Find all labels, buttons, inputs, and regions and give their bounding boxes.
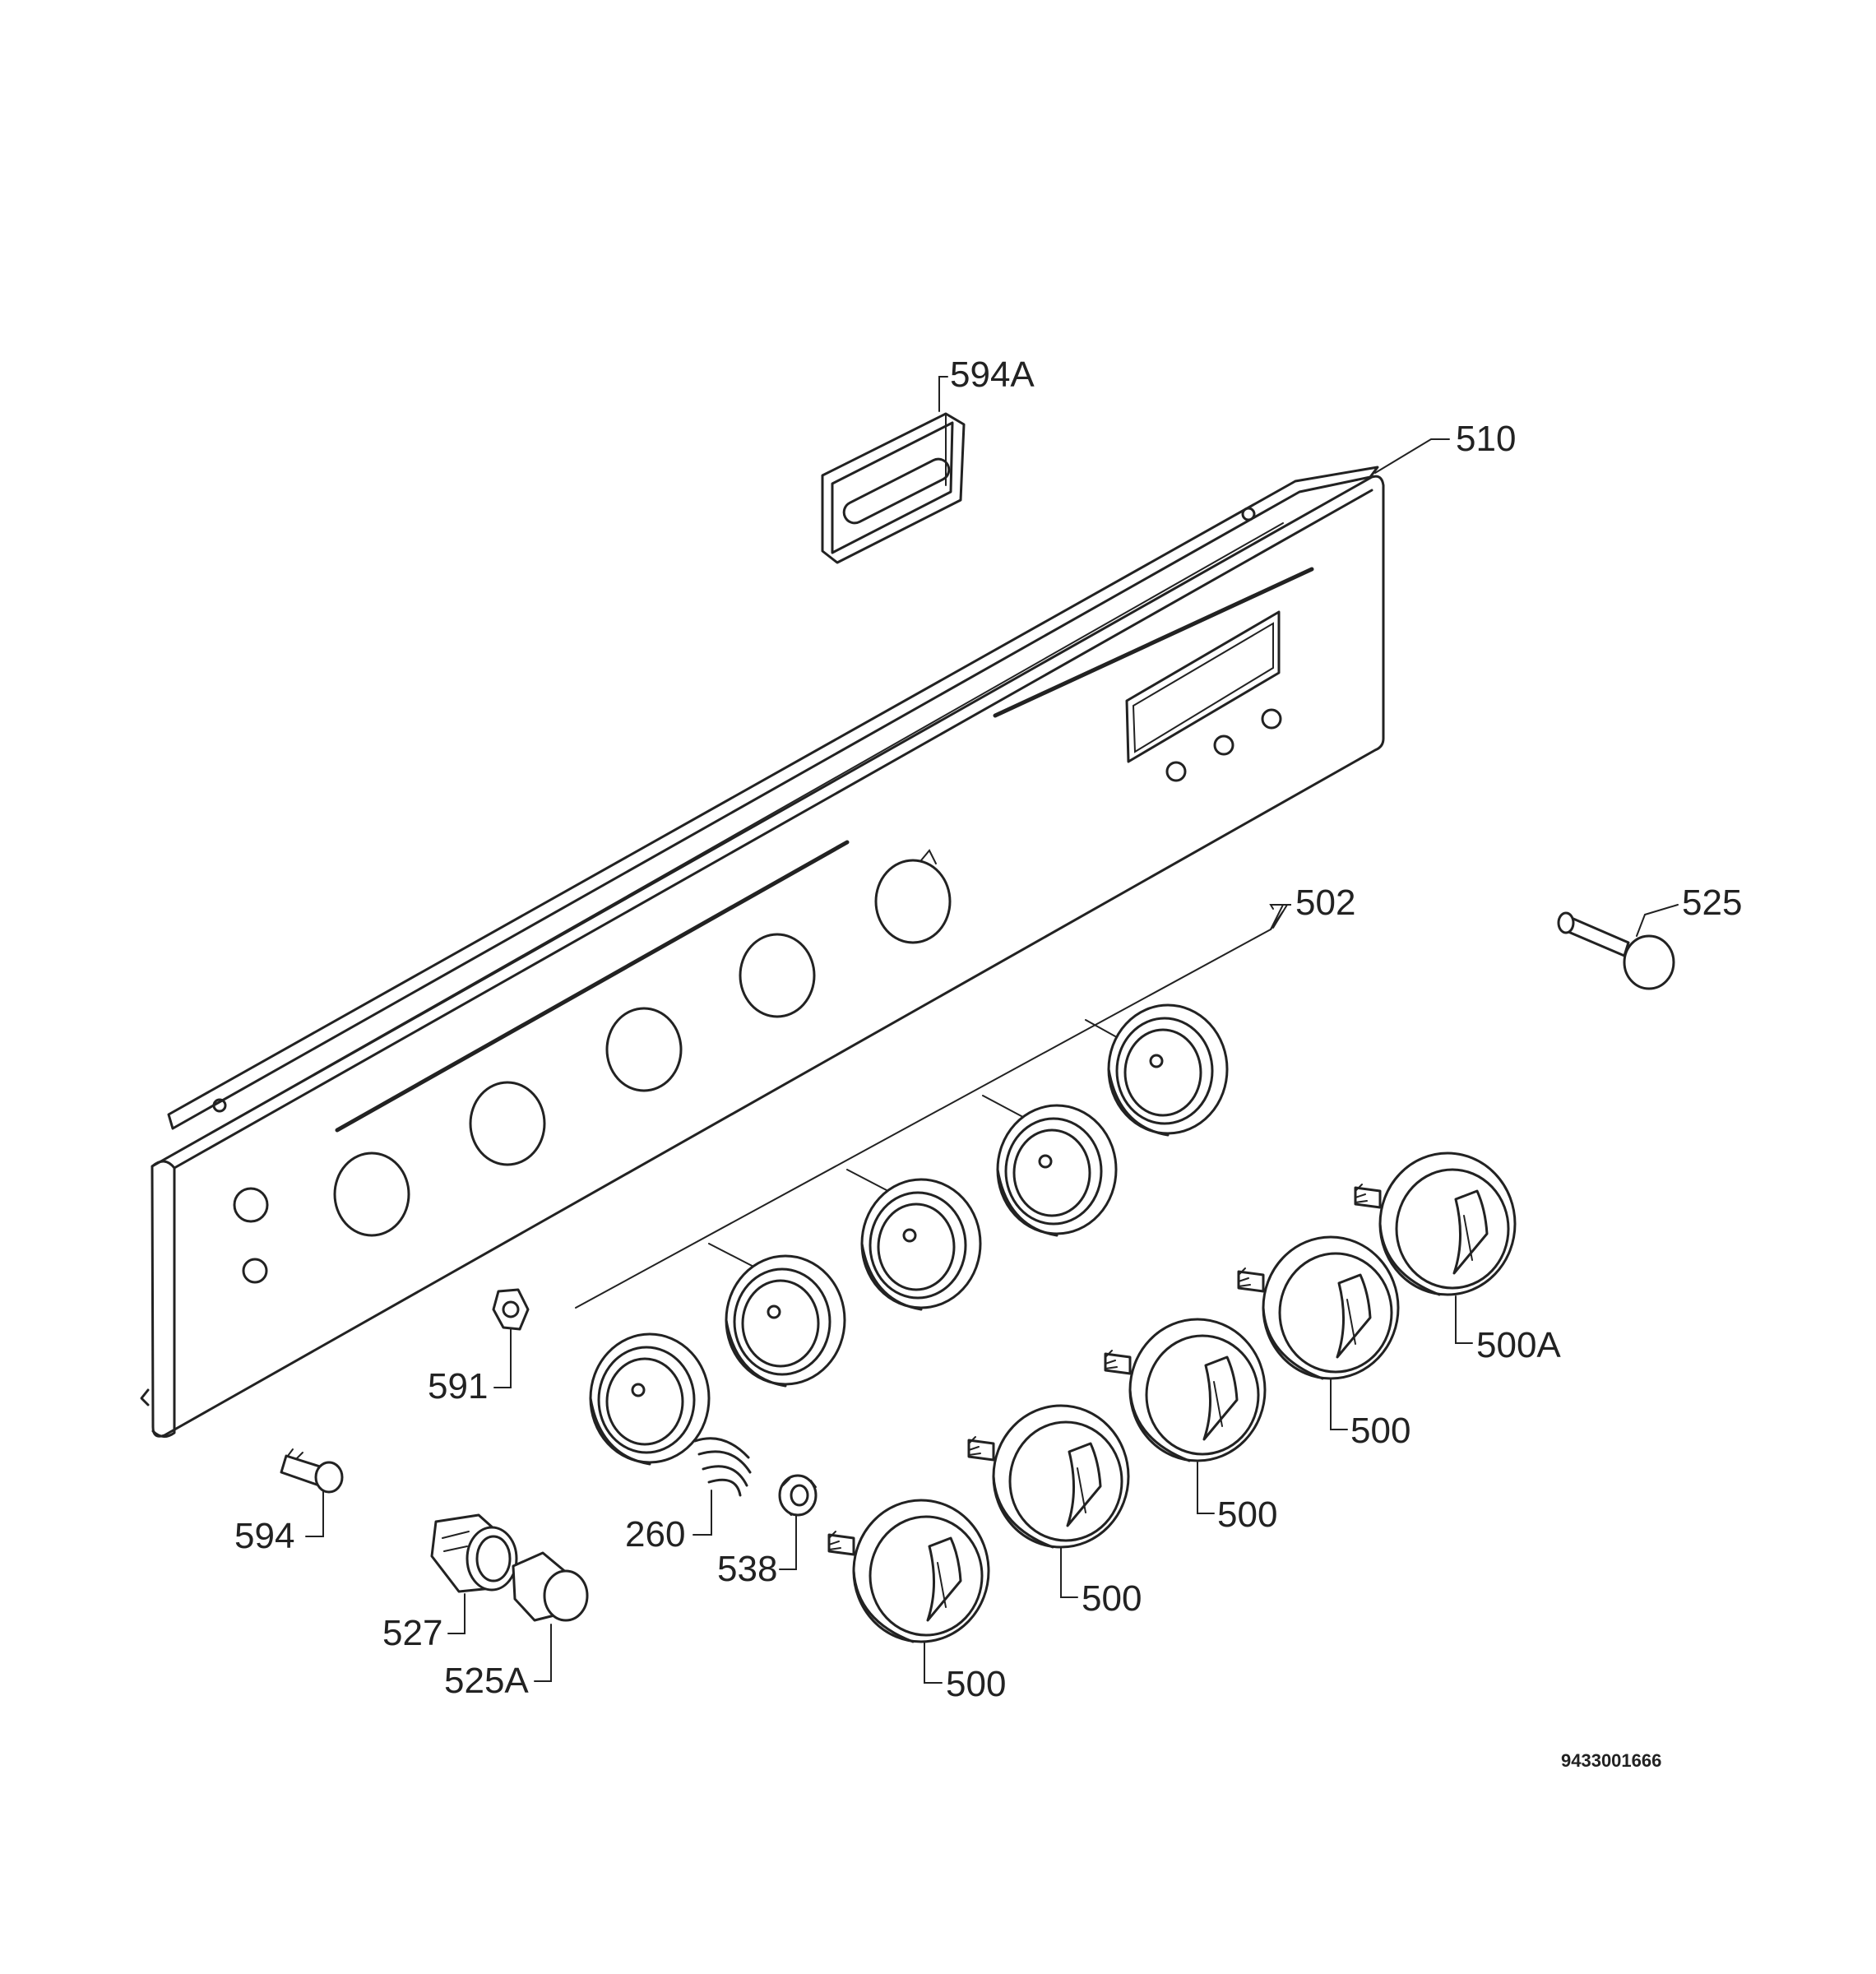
part-260-spring xyxy=(693,1437,752,1497)
part-591-clip xyxy=(492,1288,530,1331)
label-594a: 594A xyxy=(950,354,1035,395)
part-538-nut xyxy=(778,1474,818,1517)
leader-lines xyxy=(305,376,1679,1684)
label-500a: 500A xyxy=(1476,1325,1561,1365)
label-500-4: 500 xyxy=(1350,1411,1410,1451)
part-525-spindle xyxy=(1557,911,1675,990)
label-538: 538 xyxy=(717,1549,777,1589)
label-525a: 525A xyxy=(444,1661,529,1701)
part-527-knob-body xyxy=(430,1513,518,1593)
part-594a-clip xyxy=(821,412,966,564)
part-510-control-panel xyxy=(140,466,1385,1438)
label-260: 260 xyxy=(625,1514,685,1555)
label-500-1: 500 xyxy=(946,1664,1006,1704)
label-500-2: 500 xyxy=(1082,1578,1142,1619)
label-525: 525 xyxy=(1682,883,1742,923)
label-527: 527 xyxy=(382,1613,442,1653)
drawing-code: 9433001666 xyxy=(1561,1750,1661,1771)
label-594: 594 xyxy=(234,1516,294,1556)
label-591: 591 xyxy=(428,1366,488,1406)
label-500-3: 500 xyxy=(1217,1494,1277,1535)
part-525a-cap xyxy=(512,1551,589,1622)
label-502: 502 xyxy=(1295,883,1355,923)
part-594-pin xyxy=(280,1448,344,1494)
label-510: 510 xyxy=(1456,419,1516,459)
